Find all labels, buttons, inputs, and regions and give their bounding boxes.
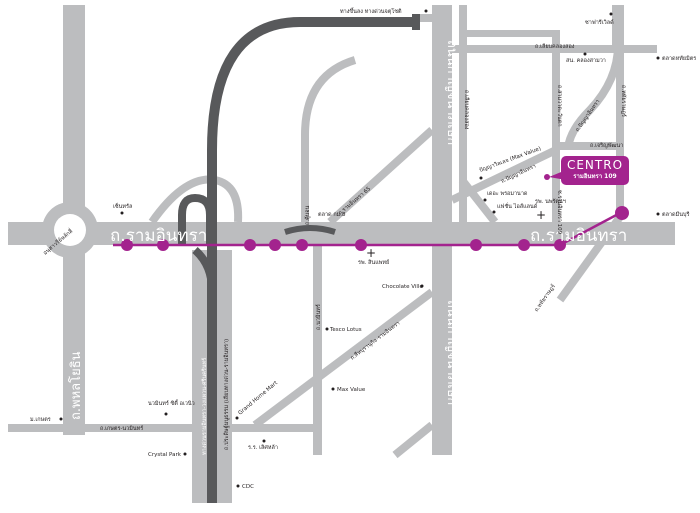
road-hathai [616, 5, 624, 210]
project-callout[interactable]: CENTRO รามอินทรา 109 [561, 156, 629, 185]
project-sub: รามอินทรา 109 [573, 173, 617, 180]
label-ramintra-e: ถ.รามอินทรา [530, 226, 627, 246]
transit-line [113, 170, 629, 251]
label-liab-khlong-song-h: ถ.เลียบคลองสอง [535, 43, 575, 50]
place-km8: ตลาด กม.8 [318, 212, 346, 218]
station [244, 239, 256, 251]
place-fashion: แฟชั่น ไอส์แลนด์ [497, 202, 538, 210]
label-panya-curve: ถ.ปัญญาอินทรา [574, 98, 601, 133]
road-kaset-nawamin-w [8, 424, 193, 432]
road-ramintra [8, 222, 675, 245]
road-kanchanaphisek [432, 5, 452, 455]
place-promenade: เดอะ พรอมานาด [487, 191, 528, 197]
road-liab-khlong-song-v [459, 5, 467, 222]
road-sammawa [552, 30, 560, 222]
expressway [178, 14, 420, 503]
label-pradit: ถ.ประดิษฐ์มนูธรรม (เลียบทางด่วน-รามอินทร… [223, 339, 230, 450]
label-kaset-nawamin: ถ.เกษตร-นวมินทร์ [100, 425, 143, 432]
station [554, 239, 566, 251]
place-police: สน. คลองสามวา [566, 57, 606, 64]
road-nawamin [313, 245, 322, 455]
station [269, 239, 281, 251]
label-ramintra-w: ถ.รามอินทรา [110, 226, 207, 246]
road-kaset-nawamin-e [232, 424, 322, 432]
road-hathai-south [556, 207, 629, 303]
place-cdc: CDC [242, 484, 254, 490]
project-brand: CENTRO [566, 158, 624, 172]
road-diagonal [252, 288, 435, 429]
svg-text:+: + [536, 208, 546, 222]
place-central: เซ็นทรัล [113, 202, 132, 210]
label-kanchanaphisek-bottom: ถนนกาญจนาภิเษก [444, 300, 459, 405]
label-phahon: ถ.พหลโยธิน [68, 351, 84, 420]
label-ramintra109: ซ.รามอินทรา 109 [556, 190, 563, 235]
project-marker [544, 174, 550, 180]
label-khubon: ถ.คู้บอน [304, 205, 311, 225]
label-charoen: ถ.เจริญพัฒนา [590, 142, 623, 149]
label-nawamin: ถ.นวมินทร์ [315, 304, 322, 330]
place-lertla: ร.ร. เลิศหล้า [248, 444, 278, 451]
place-hospital: รพ. นพรัตนฯ [535, 198, 566, 205]
road-diagonal-2 [392, 421, 435, 459]
flyover [284, 225, 336, 235]
place-ramp: ทางขึ้นลง ทางด่วนจตุโชติ [340, 7, 402, 15]
label-hathai: ถ.หทัยราษฎร์ [620, 85, 627, 117]
place-nawamin-city: นวมินทร์ ซิตี้ อเวนิว [148, 399, 195, 407]
road-ramintra65-arc [301, 56, 357, 222]
place-sinphaet: รพ. สินแพทย์ [358, 259, 389, 266]
label-hathai-south: ถ.หทัยราษฎร์ [533, 283, 557, 313]
place-kaset: ม.เกษตร [30, 417, 51, 423]
place-tesco: Tesco Lotus [329, 327, 362, 333]
road-ramintra65 [327, 127, 435, 225]
station [121, 239, 133, 251]
station [296, 239, 308, 251]
label-diagonal: ถ.สีหบุรานุกิจ-รามอินทรา [349, 320, 401, 362]
station [157, 239, 169, 251]
label-sammawa: ถ.สามวาตะวันตก [556, 85, 563, 127]
place-hathai-market: ตลาดหทัยมิตร [662, 55, 696, 62]
road-panya-curve [564, 5, 622, 149]
label-kanchanaphisek-top: ถนนกาญจนาภิเษก [444, 40, 459, 145]
station [470, 239, 482, 251]
svg-text:+: + [366, 246, 376, 260]
place-chocolate: Chocolate Ville [382, 284, 423, 290]
station [355, 239, 367, 251]
place-safari: ซาฟารีเวิลด์ [585, 19, 614, 26]
place-minburi-market: ตลาดมีนบุรี [662, 211, 689, 218]
road-charoen [552, 142, 624, 150]
place-maxvalue: Max Value [337, 387, 366, 393]
label-expressway: ทางด่วนรามอินทรา-วงแหวน-ศรีนครินทร์ [201, 358, 208, 455]
station [615, 206, 629, 220]
label-liab-khlong-song-v: ถ.เลียบคลองสอง [463, 90, 470, 130]
place-crystal: Crystal Park [148, 452, 182, 458]
station [518, 239, 530, 251]
